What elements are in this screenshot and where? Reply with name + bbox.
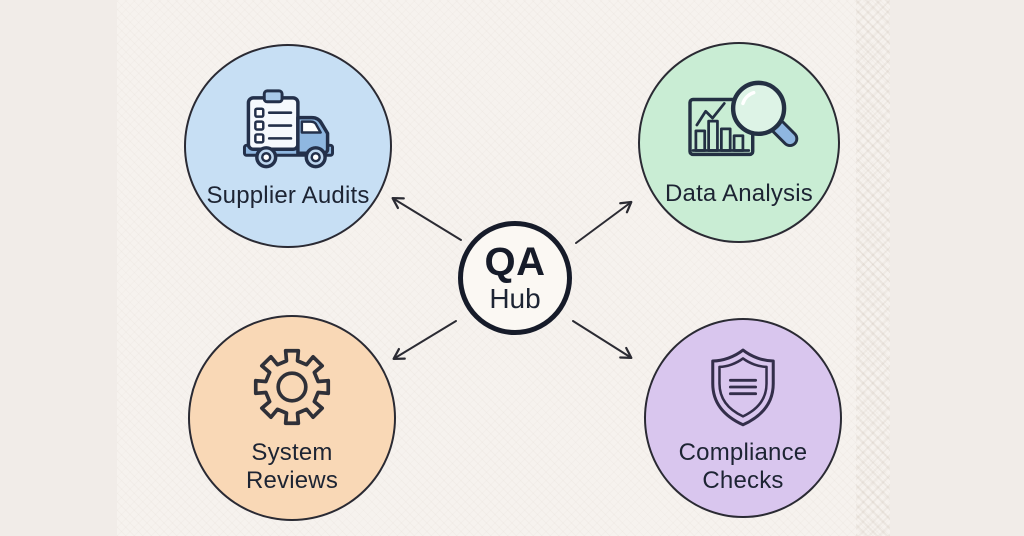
- hub-subtitle: Hub: [489, 282, 541, 314]
- gear-icon: [246, 341, 338, 433]
- node-qa-hub: QA Hub: [458, 221, 572, 335]
- arrow-to-system-reviews: [392, 320, 457, 360]
- magnifier-bar-chart-icon: [679, 76, 799, 174]
- node-supplier-audits: Supplier Audits: [184, 44, 392, 248]
- hub-title: QA: [484, 239, 546, 284]
- node-system-reviews: System Reviews: [188, 315, 396, 521]
- arrow-to-supplier-audits: [391, 197, 462, 241]
- node-compliance-checks: Compliance Checks: [644, 318, 842, 518]
- node-label: System Reviews: [245, 438, 339, 494]
- node-label: Compliance Checks: [678, 438, 808, 494]
- node-data-analysis: Data Analysis: [638, 42, 840, 243]
- node-label: Data Analysis: [664, 180, 813, 208]
- shield-checklist-icon: [701, 341, 785, 433]
- paper-texture-edge: [856, 0, 890, 536]
- arrow-to-compliance-checks: [572, 320, 633, 359]
- node-label: Supplier Audits: [206, 181, 370, 209]
- arrow-to-data-analysis: [575, 200, 633, 244]
- truck-clipboard-icon: [227, 82, 349, 176]
